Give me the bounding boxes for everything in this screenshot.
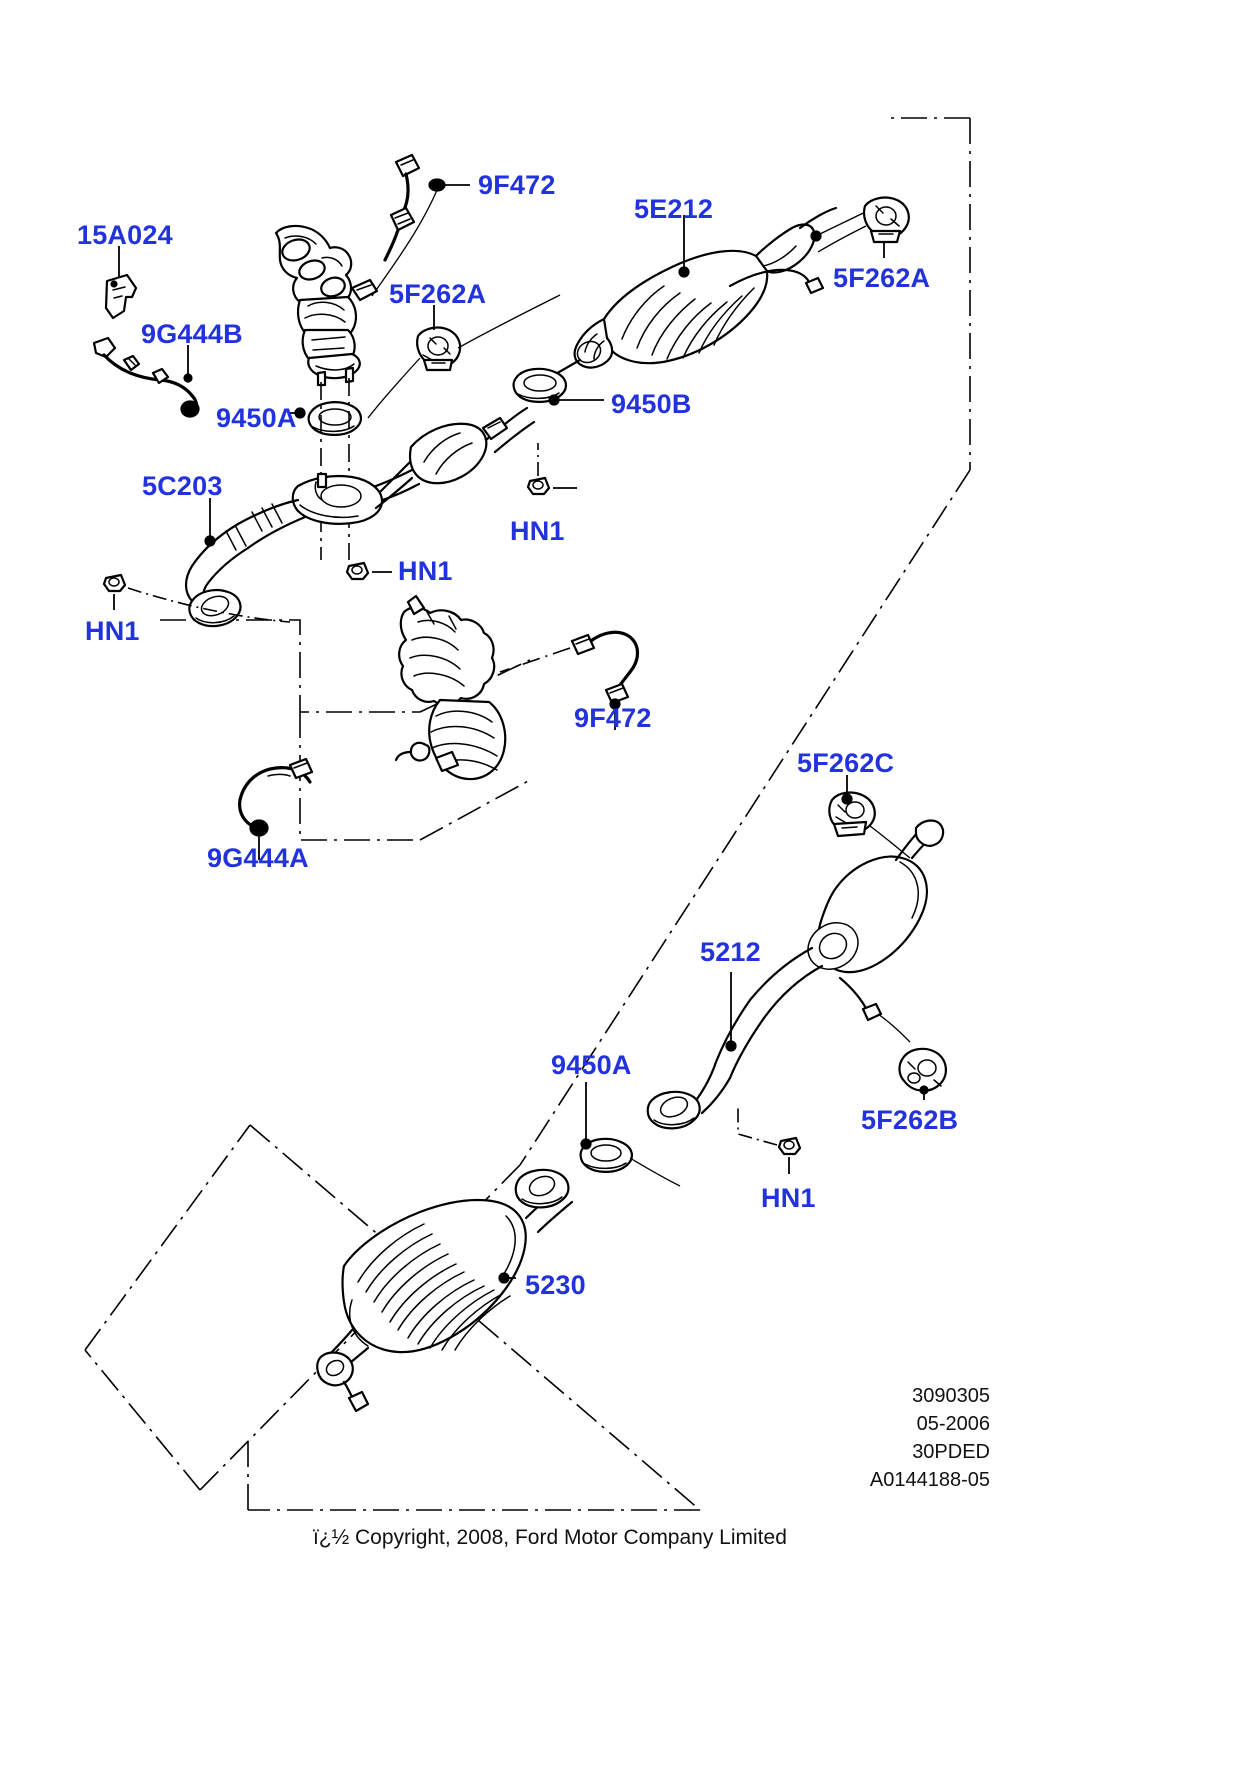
part-5F262B-hanger — [898, 1047, 947, 1100]
part-HN1-nut-b — [345, 561, 392, 581]
group-boundary-mid — [160, 619, 420, 841]
part-upper-exhaust-manifold — [274, 224, 379, 387]
part-5212-intermediate-muffler — [646, 819, 945, 1130]
part-9450A-gasket-upper — [290, 401, 362, 436]
part-15A024-bracket — [104, 273, 138, 320]
part-5230-rear-muffler — [316, 1168, 574, 1413]
assembly-centerlines-upper — [320, 378, 350, 560]
leader-9G444B — [183, 345, 193, 383]
part-9G444A-sensor — [238, 757, 314, 860]
callout-label-HN1-b: HN1 — [398, 556, 453, 586]
callout-label-HN1-c: HN1 — [85, 616, 140, 646]
doc-code-drawing-number: 3090305 — [912, 1385, 990, 1407]
callout-label-9450A-upper: 9450A — [216, 403, 297, 433]
part-9G444B-sensor — [92, 336, 200, 418]
callout-label-5230: 5230 — [525, 1270, 586, 1300]
doc-code-illustration-id: A0144188-05 — [869, 1469, 990, 1491]
group-boundary-lower — [247, 1124, 701, 1511]
part-5E212-catalytic-converter — [538, 206, 874, 385]
callout-label-5F262C: 5F262C — [797, 748, 895, 778]
callout-label-5F262A-right: 5F262A — [833, 263, 931, 293]
part-HN1-nut-d — [737, 1104, 802, 1174]
callout-label-5C203: 5C203 — [142, 471, 223, 501]
part-HN1-nut-c — [102, 573, 291, 623]
part-9F472-lower-sensor — [499, 630, 640, 730]
callout-label-HN1-a: HN1 — [510, 516, 565, 546]
callout-label-5F262A-left: 5F262A — [389, 279, 487, 309]
part-5F262A-hanger-left — [367, 294, 561, 419]
callout-label-5212: 5212 — [700, 937, 761, 967]
callout-label-5E212: 5E212 — [634, 194, 714, 224]
copyright-notice: ï¿½ Copyright, 2008, Ford Motor Company … — [313, 1526, 787, 1549]
callout-label-9G444B: 9G444B — [141, 319, 243, 349]
part-lower-exhaust-manifold — [394, 594, 507, 781]
callout-label-5F262B: 5F262B — [861, 1105, 959, 1135]
part-9450A-gasket-lower — [579, 1082, 681, 1187]
part-5F262C-hanger — [828, 775, 911, 859]
callout-label-15A024: 15A024 — [77, 220, 173, 250]
doc-code-model: 30PDED — [912, 1441, 990, 1463]
part-5C203-front-pipe — [184, 406, 536, 628]
callout-label-9450B: 9450B — [611, 389, 692, 419]
callout-label-9F472-lower: 9F472 — [574, 703, 652, 733]
callout-label-HN1-d: HN1 — [761, 1183, 816, 1213]
doc-code-date: 05-2006 — [916, 1413, 990, 1435]
callout-label-9G444A: 9G444A — [207, 843, 309, 873]
part-HN1-nut-a — [526, 443, 577, 496]
part-9F472-upper-sensor — [371, 153, 470, 297]
part-5F262A-hanger-right — [817, 196, 910, 258]
callout-label-9F472-upper: 9F472 — [478, 170, 556, 200]
part-9450B-gasket — [512, 367, 604, 406]
callout-label-9450A-lower: 9450A — [551, 1050, 632, 1080]
